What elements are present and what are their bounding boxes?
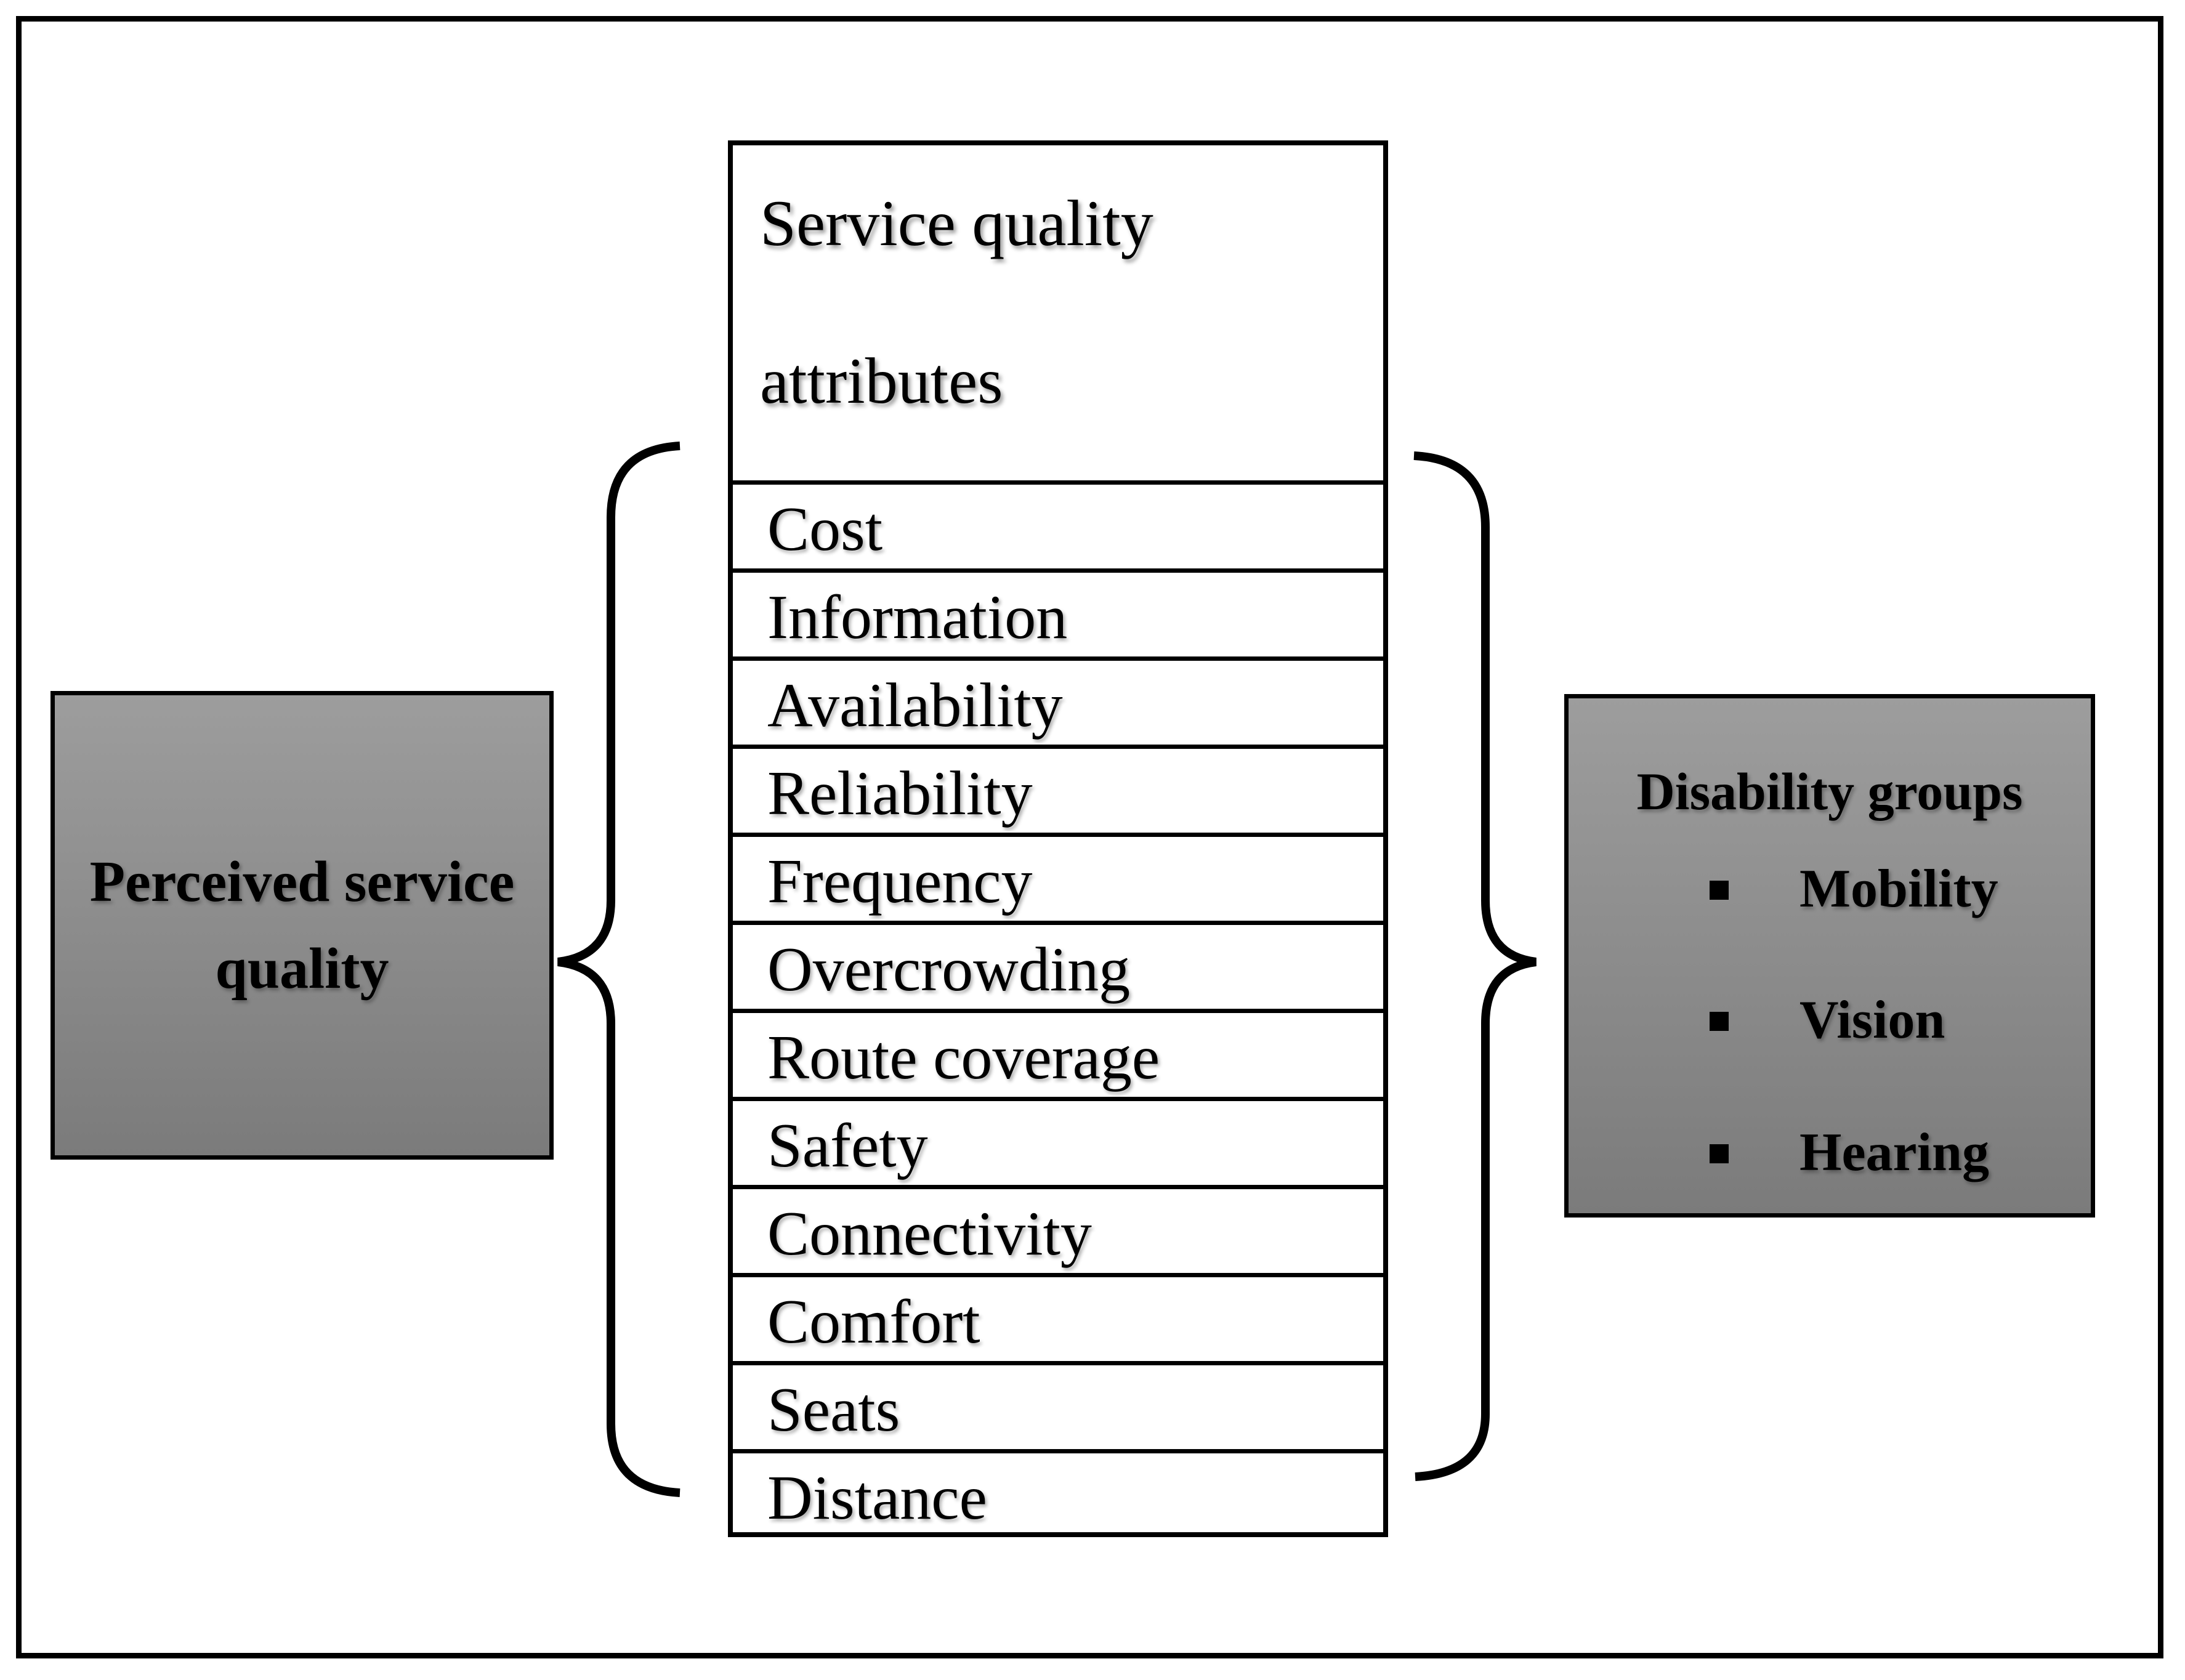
table-row: Comfort <box>733 1273 1383 1361</box>
table-header-cell: Service quality attributes <box>733 145 1383 480</box>
disability-group-label: Vision <box>1799 990 1945 1050</box>
table-row: Frequency <box>733 833 1383 921</box>
square-bullet-icon <box>1710 881 1729 900</box>
disability-groups-title: Disability groups <box>1636 762 2023 821</box>
table-row: Information <box>733 568 1383 656</box>
table-header-line2: attributes <box>760 345 1003 417</box>
table-row-label: Route coverage <box>767 1023 1160 1092</box>
table-row-label: Seats <box>767 1375 900 1445</box>
table-row-label: Safety <box>767 1111 928 1181</box>
table-row-label: Availability <box>767 671 1063 740</box>
disability-group-item: Hearing <box>1569 1122 2091 1184</box>
table-row: Safety <box>733 1097 1383 1185</box>
left-brace <box>557 442 681 1497</box>
perceived-line2: quality <box>215 936 389 1001</box>
table-row: Overcrowding <box>733 921 1383 1009</box>
square-bullet-icon <box>1710 1144 1729 1163</box>
right-brace <box>1413 451 1537 1481</box>
perceived-service-quality-box: Perceived service quality <box>50 691 554 1160</box>
square-bullet-icon <box>1710 1012 1729 1031</box>
table-row: Availability <box>733 656 1383 745</box>
table-row: Cost <box>733 480 1383 568</box>
disability-group-item: Mobility <box>1569 858 2091 920</box>
table-row-label: Comfort <box>767 1287 980 1357</box>
table-row-label: Cost <box>767 495 883 564</box>
table-row: Route coverage <box>733 1009 1383 1097</box>
table-row-label: Reliability <box>767 759 1033 828</box>
perceived-service-quality-label: Perceived service quality <box>90 839 515 1012</box>
disability-group-label: Mobility <box>1799 859 1998 919</box>
table-row-label: Connectivity <box>767 1199 1092 1269</box>
table-row: Seats <box>733 1361 1383 1449</box>
table-row: Reliability <box>733 745 1383 833</box>
table-row-label: Frequency <box>767 847 1033 916</box>
table-row: Distance <box>733 1449 1383 1537</box>
disability-group-item: Vision <box>1569 990 2091 1051</box>
table-header-line1: Service quality <box>760 187 1153 259</box>
perceived-line1: Perceived service <box>89 849 515 914</box>
table-row-label: Information <box>767 583 1068 652</box>
disability-group-label: Hearing <box>1799 1123 1989 1182</box>
table-row-label: Distance <box>767 1463 987 1533</box>
table-row: Connectivity <box>733 1185 1383 1273</box>
table-row-label: Overcrowding <box>767 935 1131 1004</box>
